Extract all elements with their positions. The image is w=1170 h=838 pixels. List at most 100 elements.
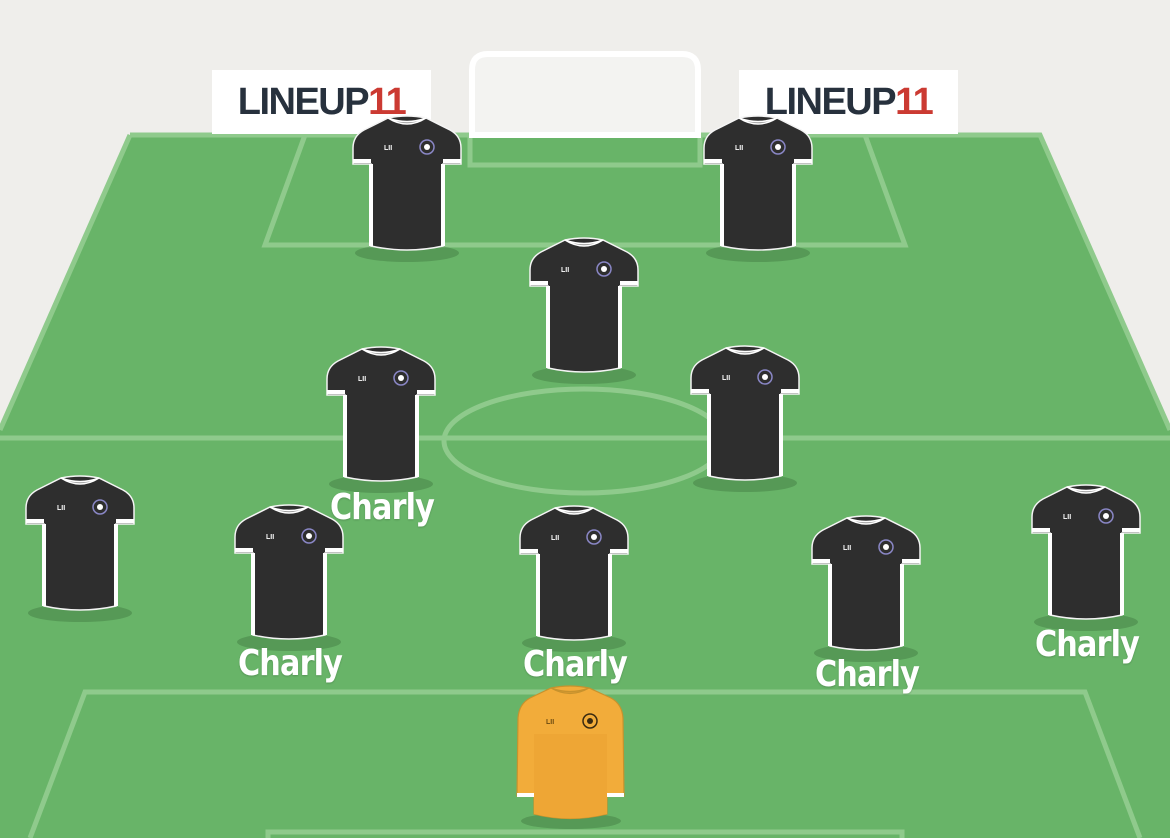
side-stripe <box>536 554 540 636</box>
crest-center <box>762 374 768 380</box>
sleeve-cuff <box>781 389 799 393</box>
sleeve-cuff <box>520 549 538 553</box>
shirt-sponsor-text: LII <box>843 545 851 552</box>
side-stripe <box>1048 533 1052 615</box>
side-stripe <box>369 164 373 246</box>
side-stripe <box>779 394 783 476</box>
crest-icon <box>419 139 435 155</box>
shirt-sponsor-text: LII <box>57 505 65 512</box>
sleeve-cuff <box>691 389 709 393</box>
shirt-icon: LII <box>516 685 625 829</box>
shirt-icon: LII <box>703 115 813 262</box>
player-name: Charly <box>329 487 435 528</box>
shirt-icon: LII <box>352 115 462 262</box>
shirt-icon: LII <box>1031 484 1141 631</box>
side-stripe <box>720 164 724 246</box>
sleeve-cuff <box>327 390 345 394</box>
sleeve-cuff <box>1122 528 1140 532</box>
player-name: Charly <box>522 644 628 685</box>
sleeve-cuff <box>704 159 722 163</box>
player-name: Charly <box>237 643 343 684</box>
crest-icon <box>92 499 108 515</box>
crest-icon <box>582 713 598 729</box>
sleeve-cuff <box>116 519 134 523</box>
sleeve-cuff <box>26 519 44 523</box>
sleeve-cuff <box>325 548 343 552</box>
collar <box>60 477 100 485</box>
shirt-icon: LII <box>326 346 436 493</box>
crest-icon <box>393 370 409 386</box>
crest-center <box>1103 513 1109 519</box>
collar <box>564 239 604 247</box>
shirt-sponsor-text: LII <box>735 145 743 152</box>
side-stripe <box>415 395 419 477</box>
side-stripe <box>608 554 612 636</box>
crest-center <box>424 144 430 150</box>
crest-center <box>591 534 597 540</box>
side-stripe <box>900 564 904 646</box>
collar <box>550 687 590 695</box>
collar <box>554 507 594 515</box>
side-stripe <box>618 286 622 368</box>
shirt-icon: LII <box>234 504 344 651</box>
sleeve-cuff <box>530 281 548 285</box>
shirt-sponsor-text: LII <box>551 535 559 542</box>
shirt-panel <box>534 734 607 819</box>
crest-center <box>883 544 889 550</box>
sponsor-text: LINEUP <box>764 80 897 123</box>
crest-icon <box>301 528 317 544</box>
sponsor-number: 11 <box>895 80 934 123</box>
side-stripe <box>441 164 445 246</box>
side-stripe <box>792 164 796 246</box>
sleeve-cuff <box>812 559 830 563</box>
side-stripe <box>323 553 327 635</box>
crest-icon <box>878 539 894 555</box>
sleeve-cuff <box>610 549 628 553</box>
shirt-sponsor-text: LII <box>1063 514 1071 521</box>
side-stripe <box>828 564 832 646</box>
shirt-icon: LII <box>690 345 800 492</box>
collar <box>269 506 309 514</box>
crest-center <box>306 533 312 539</box>
side-stripe <box>42 524 46 606</box>
side-stripe <box>1120 533 1124 615</box>
sleeve-cuff <box>1032 528 1050 532</box>
crest-center <box>587 718 593 724</box>
side-stripe <box>546 286 550 368</box>
side-stripe <box>114 524 118 606</box>
shirt-sponsor-text: LII <box>384 145 392 152</box>
side-stripe <box>707 394 711 476</box>
shirt-icon: LII <box>25 475 135 622</box>
sleeve-cuff <box>235 548 253 552</box>
shirt-sponsor-text: LII <box>546 719 554 726</box>
sleeve-cuff <box>902 559 920 563</box>
crest-center <box>775 144 781 150</box>
crest-icon <box>596 261 612 277</box>
crest-center <box>398 375 404 381</box>
collar <box>387 117 427 125</box>
goal-net <box>469 51 701 138</box>
collar <box>725 347 765 355</box>
crest-icon <box>1098 508 1114 524</box>
sleeve-cuff <box>353 159 371 163</box>
sleeve-cuff <box>417 390 435 394</box>
shirt-icon: LII <box>519 505 629 652</box>
sleeve-cuff <box>620 281 638 285</box>
shirt-icon: LII <box>811 515 921 662</box>
crest-icon <box>757 369 773 385</box>
side-stripe <box>251 553 255 635</box>
sleeve-cuff <box>794 159 812 163</box>
crest-center <box>601 266 607 272</box>
crest-icon <box>770 139 786 155</box>
collar <box>1066 486 1106 494</box>
crest-icon <box>586 529 602 545</box>
collar <box>846 517 886 525</box>
crest-center <box>97 504 103 510</box>
shirt-sponsor-text: LII <box>722 375 730 382</box>
shirt-icon: LII <box>529 237 639 384</box>
sponsor-text: LINEUP <box>237 80 370 123</box>
pitch-grass <box>0 135 1170 838</box>
